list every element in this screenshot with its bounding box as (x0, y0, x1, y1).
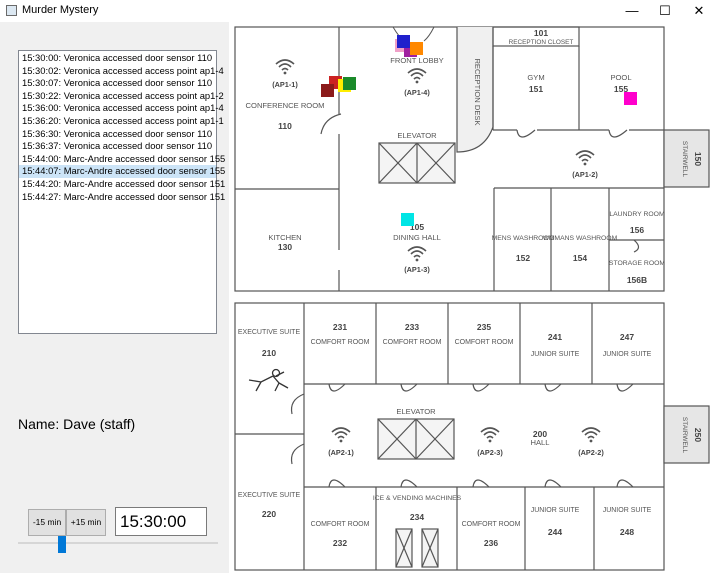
ap2-1-label: (AP2-1) (328, 448, 354, 457)
time-input[interactable]: 15:30:00 (115, 507, 207, 536)
exec-210-number: 210 (262, 348, 276, 358)
ice-vending-label: ICE & VENDING MACHINES (373, 495, 462, 502)
kitchen-label: KITCHEN (268, 233, 301, 242)
person-marker[interactable] (624, 92, 637, 105)
comfort-233-number: 233 (405, 322, 419, 332)
exec-210-label: EXECUTIVE SUITE (238, 329, 301, 336)
reception-closet-number: 101 (534, 28, 548, 38)
log-entry[interactable]: 15:30:22: Veronica accessed access point… (22, 89, 224, 101)
gym-label: GYM (527, 73, 544, 82)
junior-248-number: 248 (620, 527, 634, 537)
plus-15-button[interactable]: +15 min (66, 509, 106, 536)
hall-number: 200 (533, 429, 547, 439)
hall-label: HALL (531, 438, 550, 447)
comfort-236-label: COMFORT ROOM (462, 521, 521, 528)
comfort-235-label: COMFORT ROOM (455, 339, 514, 346)
stairwell-2-number: 250 (693, 428, 703, 442)
comfort-232-number: 232 (333, 538, 347, 548)
laundry-room-number: 156 (630, 225, 644, 235)
junior-244-number: 244 (548, 527, 562, 537)
mens-washroom-number: 152 (516, 253, 530, 263)
person-marker[interactable] (410, 42, 423, 55)
comfort-236-number: 236 (484, 538, 498, 548)
junior-244-label: JUNIOR SUITE (531, 507, 580, 514)
junior-247-number: 247 (620, 332, 634, 342)
ap2-2-label: (AP2-2) (578, 448, 604, 457)
junior-241-number: 241 (548, 332, 562, 342)
storage-room-label: STORAGE ROOM (609, 260, 665, 267)
conference-room-label: CONFERENCE ROOM (246, 101, 325, 110)
junior-241-label: JUNIOR SUITE (531, 351, 580, 358)
comfort-235-number: 235 (477, 322, 491, 332)
floor-2 (234, 302, 710, 571)
person-markers (321, 35, 637, 226)
log-entry[interactable]: 15:30:00: Veronica accessed door sensor … (22, 52, 213, 63)
person-marker[interactable] (343, 77, 356, 90)
comfort-232-label: COMFORT ROOM (311, 521, 370, 528)
storage-room-number: 156B (627, 275, 647, 285)
close-button[interactable]: ✕ (693, 3, 705, 18)
ap1-1-label: (AP1-1) (272, 80, 298, 89)
title-bar: Murder Mystery — ☐ ✕ (0, 0, 716, 23)
elevator-1-label: ELEVATOR (397, 131, 437, 140)
pool-number: 155 (614, 84, 628, 94)
conference-room-number: 110 (278, 121, 292, 131)
ice-vending-number: 234 (410, 512, 424, 522)
app-icon (6, 5, 17, 16)
kitchen-number: 130 (278, 242, 292, 252)
event-log-list[interactable]: 15:30:00: Veronica accessed door sensor … (18, 50, 226, 334)
ap1-3-label: (AP1-3) (404, 265, 430, 274)
exec-220-label: EXECUTIVE SUITE (238, 492, 301, 499)
junior-248-label: JUNIOR SUITE (603, 507, 652, 514)
womans-washroom-label: WOMANS WASHROOM (543, 235, 618, 242)
comfort-233-label: COMFORT ROOM (383, 339, 442, 346)
ap1-4-label: (AP1-4) (404, 88, 430, 97)
floor-map: (AP1-1) CONFERENCE ROOM 110 FRONT LOBBY … (229, 22, 716, 573)
ap2-3-label: (AP2-3) (477, 448, 503, 457)
time-slider-thumb[interactable] (58, 536, 66, 553)
log-entry[interactable]: 15:44:07: Marc-Andre accessed door senso… (19, 165, 225, 178)
gym-number: 151 (529, 84, 543, 94)
stairwell-2-label: STAIRWELL (681, 417, 688, 454)
log-entry[interactable]: 15:44:27: Marc-Andre accessed door senso… (22, 190, 226, 202)
dining-hall-label: DINING HALL (393, 233, 441, 242)
ap1-2-label: (AP1-2) (572, 170, 598, 179)
laundry-room-label: LAUNDRY ROOM (609, 211, 665, 218)
stairwell-1-label: STAIRWELL (681, 141, 688, 178)
log-entry[interactable]: 15:36:30: Veronica accessed door sensor … (22, 127, 213, 139)
log-entry[interactable]: 15:44:00: Marc-Andre accessed door senso… (22, 152, 226, 164)
comfort-231-number: 231 (333, 322, 347, 332)
minimize-button[interactable]: — (625, 3, 639, 18)
log-entry[interactable]: 15:36:37: Veronica accessed door sensor … (22, 140, 213, 152)
log-entry[interactable]: 15:36:20: Veronica accessed access point… (22, 114, 224, 126)
person-marker[interactable] (401, 213, 414, 226)
mens-washroom-label: MENS WASHROOM (492, 235, 555, 242)
time-slider-track[interactable] (18, 542, 218, 544)
stairwell-1-number: 150 (693, 152, 703, 166)
dining-hall-number: 105 (410, 222, 424, 232)
log-entry[interactable]: 15:44:20: Marc-Andre accessed door senso… (22, 177, 226, 189)
window-title: Murder Mystery (22, 4, 99, 16)
reception-closet-label: RECEPTION CLOSET (509, 39, 574, 46)
junior-247-label: JUNIOR SUITE (603, 351, 652, 358)
log-entry[interactable]: 15:30:02: Veronica accessed access point… (22, 64, 224, 76)
front-lobby-label: FRONT LOBBY (390, 56, 443, 65)
person-name-label: Name: Dave (staff) (18, 416, 136, 432)
person-marker[interactable] (397, 35, 410, 48)
log-entry[interactable]: 15:36:00: Veronica accessed access point… (22, 102, 224, 114)
control-panel: 15:30:00: Veronica accessed door sensor … (0, 22, 229, 573)
maximize-button[interactable]: ☐ (659, 3, 671, 18)
floor-1 (234, 26, 710, 292)
exec-220-number: 220 (262, 509, 276, 519)
pool-label: POOL (610, 73, 631, 82)
reception-desk-label: RECEPTION DESK (473, 58, 482, 125)
elevator-2-label: ELEVATOR (396, 407, 436, 416)
minus-15-button[interactable]: -15 min (28, 509, 66, 536)
womans-washroom-number: 154 (573, 253, 587, 263)
log-entry[interactable]: 15:30:07: Veronica accessed door sensor … (22, 77, 213, 89)
person-marker[interactable] (321, 84, 334, 97)
comfort-231-label: COMFORT ROOM (311, 339, 370, 346)
body-outline-icon (248, 368, 289, 392)
